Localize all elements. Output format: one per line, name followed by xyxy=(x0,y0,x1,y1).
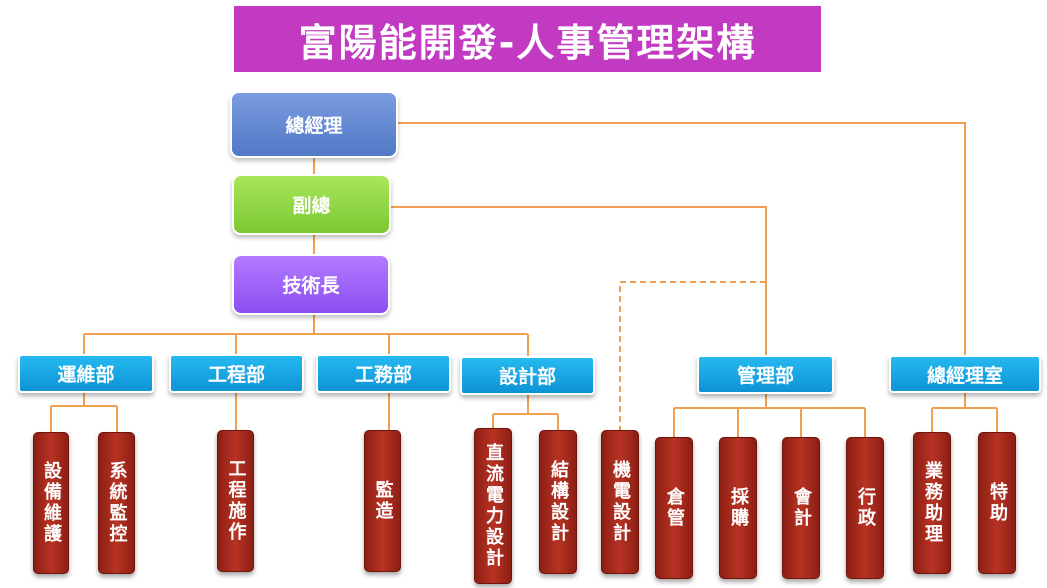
dept-gm-office: 總經理室 xyxy=(889,355,1041,393)
dept-engineering: 工程部 xyxy=(169,354,304,393)
cto-box: 技術長 xyxy=(232,254,390,315)
dept-management: 管理部 xyxy=(697,355,834,394)
connector-deputy-management xyxy=(390,206,767,356)
unit-procurement: 採購 xyxy=(719,437,757,579)
unit-mep-design: 機電設計 xyxy=(601,430,639,574)
connector-management-mep-dashed xyxy=(619,281,766,430)
unit-equipment-maintenance: 設備維護 xyxy=(33,432,69,574)
unit-structural-design: 結構設計 xyxy=(539,430,577,574)
dept-ops: 運維部 xyxy=(18,354,154,393)
unit-business-assistant: 業務助理 xyxy=(913,432,951,574)
connector-gm-office xyxy=(397,122,966,356)
unit-construction: 工程施作 xyxy=(217,430,254,572)
unit-accounting: 會計 xyxy=(782,437,820,579)
general-manager-box: 總經理 xyxy=(230,91,398,158)
unit-supervision: 監造 xyxy=(364,430,401,572)
dept-design: 設計部 xyxy=(460,356,595,395)
dept-works: 工務部 xyxy=(316,354,451,393)
unit-administration: 行政 xyxy=(846,437,884,579)
unit-dc-power-design: 直流電力設計 xyxy=(474,428,512,584)
page-title: 富陽能開發-人事管理架構 xyxy=(234,6,821,72)
unit-warehouse: 倉管 xyxy=(655,437,693,579)
unit-special-assistant: 特助 xyxy=(978,432,1016,574)
deputy-box: 副總 xyxy=(232,174,391,235)
unit-system-monitoring: 系統監控 xyxy=(98,432,135,574)
